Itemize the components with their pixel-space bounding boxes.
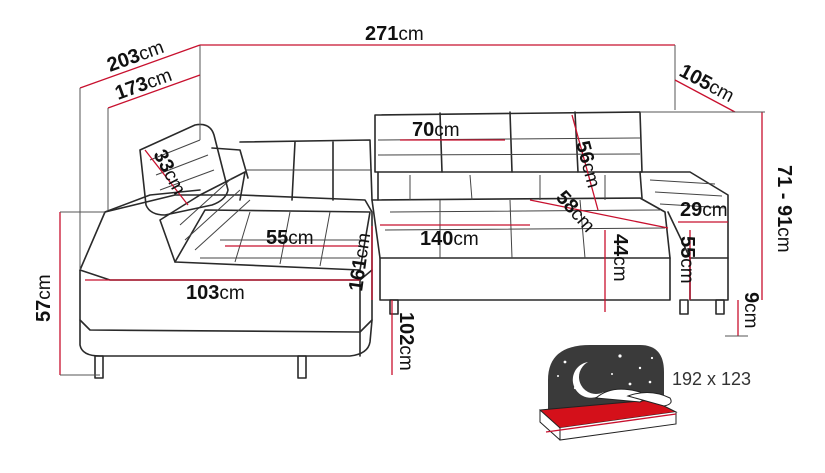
dim-height-range: 71 - 91cm — [773, 165, 795, 253]
dim-leg-height: 9cm — [740, 292, 762, 328]
dim-chaise-length: 161cm — [345, 232, 375, 293]
dim-right-depth: 105cm — [676, 60, 738, 107]
dimension-lines — [59, 44, 765, 376]
dim-chaise-front-width: 103cm — [186, 282, 245, 304]
dim-total-height-left: 57cm — [33, 274, 55, 322]
dim-total-width: 271cm — [365, 23, 424, 45]
bed-night-icon — [538, 345, 678, 441]
dim-seat-width-center: 140cm — [420, 228, 479, 250]
dim-headrest-depth: 33cm — [149, 146, 191, 198]
dim-seat-height-44: 44cm — [609, 234, 631, 282]
dim-chaise-seat-width: 55cm — [266, 227, 314, 249]
dim-armrest-height: 55cm — [676, 236, 698, 284]
dim-chaise-depth: 102cm — [395, 312, 417, 371]
corner-sofa-drawing — [79, 111, 729, 379]
dim-backrest-height: 56cm — [571, 139, 605, 191]
sleeping-area-size: 192 x 123 — [672, 369, 751, 389]
dim-headrest-width: 70cm — [412, 119, 460, 141]
dim-armrest-width: 29cm — [680, 199, 728, 221]
